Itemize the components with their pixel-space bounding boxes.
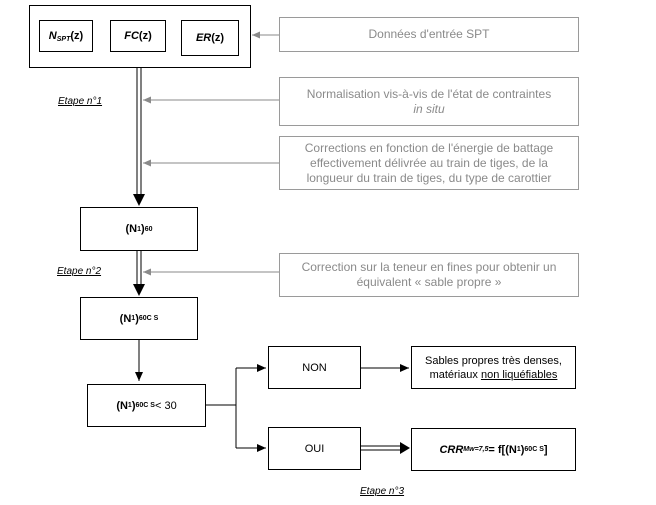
etape-1-label: Etape n°1 — [58, 96, 103, 107]
input-block: NSPT(z) FC(z) ER(z) — [29, 5, 251, 68]
branch-connectors — [206, 364, 266, 452]
non-box: NON — [268, 346, 361, 389]
er-label: ER — [195, 32, 212, 44]
oui-box: OUI — [268, 427, 361, 470]
arrow-oui-result — [361, 442, 410, 454]
note-correction-fines: Correction sur la teneur en fines pour o… — [279, 253, 579, 297]
nspt-box: NSPT(z) — [39, 20, 93, 52]
etape-2-label: Etape n°2 — [57, 266, 102, 277]
fc-label: FC — [124, 30, 139, 42]
nspt-label: NSPT — [48, 29, 71, 43]
main-flow-arrow-2 — [133, 251, 145, 296]
note-donnees-entree: Données d'entrée SPT — [279, 17, 579, 52]
note-corrections-energie: Corrections en fonction de l'énergie de … — [279, 136, 579, 190]
etape-3-label: Etape n°3 — [360, 486, 405, 497]
er-box: ER(z) — [181, 20, 239, 56]
note-normalisation: Normalisation vis-à-vis de l'état de con… — [279, 77, 579, 126]
fc-box: FC(z) — [110, 20, 166, 52]
main-flow-arrow-1 — [133, 68, 145, 206]
result-non-liquefiables: Sables propres très denses, matériaux no… — [411, 346, 576, 389]
